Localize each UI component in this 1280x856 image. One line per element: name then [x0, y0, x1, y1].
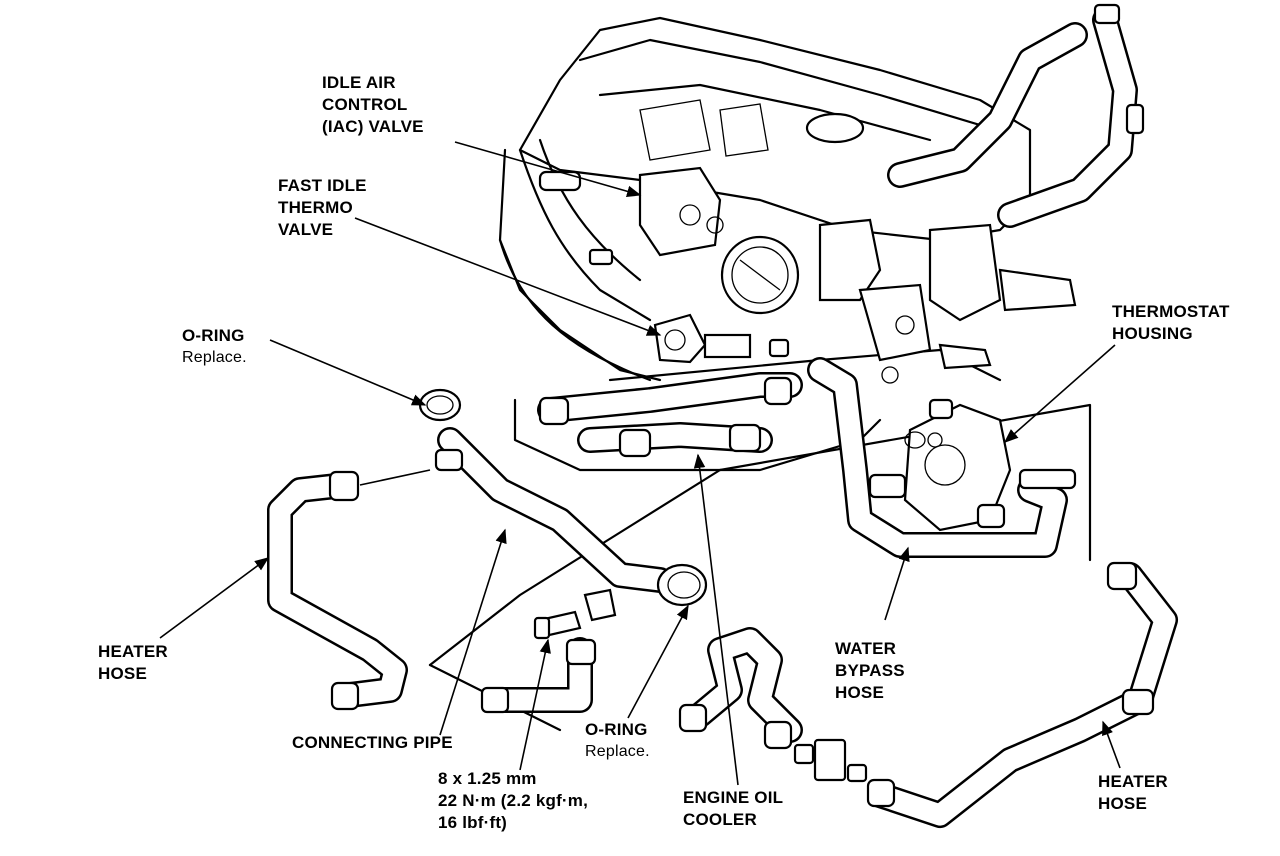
o-ring-top-label: O-RING Replace. [182, 326, 247, 366]
engine-oil-cooler-shape [678, 627, 868, 783]
thermostat-housing-shape [868, 398, 1077, 532]
bolt-spec-label: 8 x 1.25 mm 22 N·m (2.2 kgf·m, 16 lbf·ft… [438, 769, 589, 832]
engine-oil-cooler-label: ENGINE OIL COOLER [683, 788, 784, 829]
engine-block [498, 16, 1077, 384]
heater-pipes-top [887, 3, 1145, 228]
water-bypass-hose-label: WATER BYPASS HOSE [835, 639, 905, 702]
connecting-pipe-label: CONNECTING PIPE [292, 733, 453, 752]
heater-hose-right-shape [866, 561, 1178, 828]
o-ring-bottom-label: O-RING Replace. [585, 720, 650, 760]
heater-hose-left-label: HEATER HOSE [98, 642, 168, 683]
heater-hose-left-shape [267, 469, 431, 711]
iac-valve-label: IDLE AIR CONTROL (IAC) VALVE [322, 73, 424, 136]
fast-idle-thermo-valve-label: FAST IDLE THERMO VALVE [278, 176, 367, 239]
leader-lines [159, 141, 1121, 786]
heater-hose-right-label: HEATER HOSE [1098, 772, 1168, 813]
water-bypass-hose-shape [807, 357, 1068, 558]
bolt-and-small-pipe [480, 610, 597, 714]
thermostat-housing-label: THERMOSTAT HOUSING [1112, 302, 1230, 343]
